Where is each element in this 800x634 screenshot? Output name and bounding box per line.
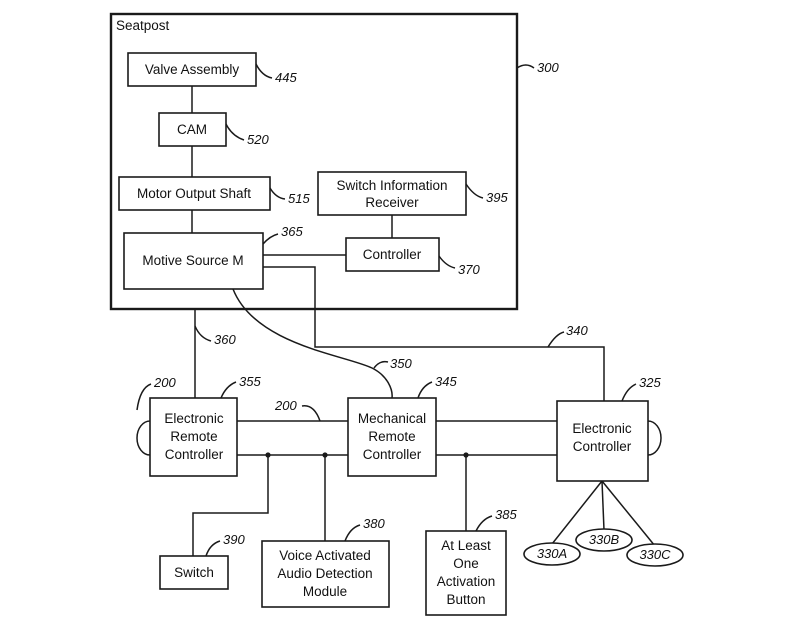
sensor-330c-label: 330C [639,547,671,562]
leader-350 [373,360,389,369]
ref-340: 340 [566,323,588,338]
leader-370 [438,255,456,269]
cam-label: CAM [177,122,207,137]
ref-445: 445 [275,70,297,85]
ref-360: 360 [214,332,236,347]
electronic-remote-line1: Electronic [164,411,224,426]
motive-source-label: Motive Source M [142,253,243,268]
sensor-330a [523,542,581,566]
switch-info-receiver-line2: Receiver [365,195,419,210]
leader-385 [475,515,493,532]
leader-365 [262,233,279,245]
wire-340 [263,266,605,401]
switch-info-receiver-line1: Switch Information [336,178,447,193]
electronic-controller-line1: Electronic [572,421,632,436]
mechanical-remote-controller-block [347,397,437,477]
wire-to-switch [192,455,269,556]
cam-block [158,112,227,147]
seatpost-frame [109,12,519,311]
mechanical-remote-line1: Mechanical [358,411,426,426]
electronic-controller-block [556,400,649,482]
valve-assembly-block [127,52,257,87]
sensor-330a-label: 330A [537,546,567,561]
wire-to-330a [551,480,603,545]
ref-325: 325 [639,375,661,390]
leader-200-left [136,383,152,411]
leader-340 [547,331,565,348]
ref-520: 520 [247,132,269,147]
ref-345: 345 [435,374,457,389]
mechanical-remote-line3: Controller [363,447,422,462]
switch-label: Switch [174,565,214,580]
leader-355 [220,381,237,399]
activation-button-block [425,530,507,616]
mechanical-remote-line2: Remote [368,429,415,444]
activation-button-line1: At Least [441,538,491,553]
leader-325 [621,383,637,402]
handlebar-end-left [136,420,151,456]
ref-370: 370 [458,262,480,277]
ref-200-left: 200 [153,375,176,390]
seatpost-title: Seatpost [116,18,170,33]
ref-385: 385 [495,507,517,522]
motor-output-shaft-label: Motor Output Shaft [137,186,251,201]
leader-300 [516,64,535,69]
wire-to-330c [601,480,656,547]
voice-module-block [261,540,390,608]
leader-390 [205,540,221,557]
activation-button-line2: One [453,556,479,571]
leader-345 [417,381,433,399]
sensor-330b-label: 330B [589,532,620,547]
motor-output-shaft-block [118,176,271,211]
ref-200-mid: 200 [274,398,297,413]
electronic-remote-line2: Remote [170,429,217,444]
voice-module-line1: Voice Activated [279,548,371,563]
ref-390: 390 [223,532,245,547]
leader-200-mid [301,405,321,422]
handlebar-end-right [647,420,662,456]
activation-button-line3: Activation [437,574,496,589]
electronic-remote-line3: Controller [165,447,224,462]
ref-300: 300 [537,60,559,75]
wire-350 [232,288,393,399]
valve-assembly-label: Valve Assembly [145,62,240,77]
leader-380 [344,524,361,542]
ref-350: 350 [390,356,412,371]
ref-355: 355 [239,374,261,389]
ref-395: 395 [486,190,508,205]
ref-365: 365 [281,224,303,239]
leader-520 [225,123,245,141]
voice-module-line3: Module [303,584,347,599]
leader-515 [269,187,286,200]
leader-360 [194,325,212,342]
electronic-controller-line2: Controller [573,439,632,454]
sensor-330b [575,528,633,552]
wire-to-330b [601,480,605,531]
motive-source-block [123,232,264,290]
ref-515: 515 [288,191,310,206]
leader-445 [255,63,273,79]
activation-button-line4: Button [446,592,485,607]
switch-block [159,555,229,590]
controller-label: Controller [363,247,422,262]
leader-395 [465,183,484,199]
sensor-330c [626,543,684,567]
electronic-remote-controller-block [149,397,238,477]
ref-380: 380 [363,516,385,531]
voice-module-line2: Audio Detection [277,566,372,581]
